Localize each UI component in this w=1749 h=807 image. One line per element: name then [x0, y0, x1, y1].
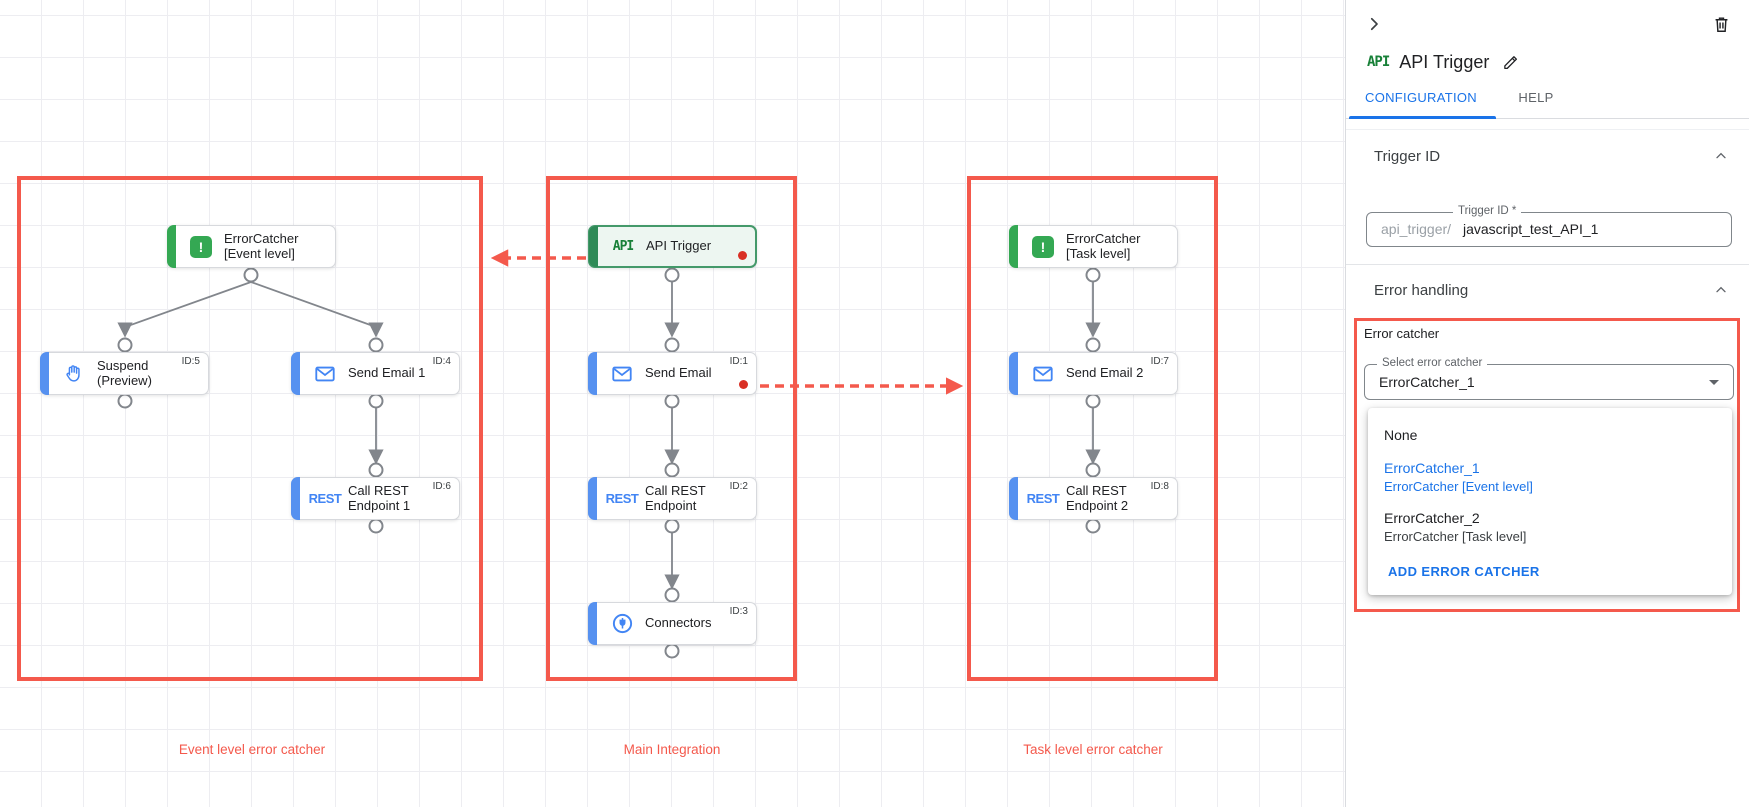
rest-icon: REST	[1026, 491, 1060, 506]
menu-item-none[interactable]: None	[1384, 427, 1418, 443]
trigger-id-value[interactable]: javascript_test_API_1	[1463, 221, 1599, 237]
node-accent-bar	[291, 477, 300, 520]
node-accent-bar	[1009, 477, 1018, 520]
node-accent-bar	[167, 225, 176, 268]
node-id-label: ID:3	[729, 606, 748, 617]
annotation-frame-task-level	[967, 176, 1218, 681]
tab-help[interactable]: HELP	[1518, 90, 1554, 105]
api-icon: API	[612, 239, 635, 254]
edge-layer	[117, 249, 1101, 659]
panel-tabs: CONFIGURATION HELP	[1346, 90, 1749, 119]
select-error-catcher-value: ErrorCatcher_1	[1379, 374, 1475, 390]
node-errorcatcher-task-level[interactable]: ! ErrorCatcher [Task level]	[1009, 225, 1178, 268]
error-catcher-icon: !	[186, 235, 216, 258]
error-catcher-highlight-frame	[1354, 318, 1740, 612]
node-accent-bar	[1009, 225, 1018, 268]
node-title: Suspend (Preview)	[97, 357, 152, 388]
node-title: ErrorCatcher [Event level]	[224, 230, 299, 261]
node-accent-bar	[588, 352, 597, 395]
node-title: Send Email 1	[348, 365, 426, 381]
node-send-email-1[interactable]: Send Email 1 ID:4	[291, 352, 460, 395]
node-title: API Trigger	[646, 238, 712, 254]
node-id-label: ID:5	[181, 356, 200, 367]
email-icon	[310, 363, 340, 385]
collapse-section-icon[interactable]	[1709, 144, 1733, 168]
collapse-panel-icon[interactable]	[1362, 12, 1386, 36]
panel-title: API Trigger	[1399, 51, 1490, 72]
error-route-dot[interactable]	[738, 251, 747, 260]
api-trigger-type-badge: API	[1367, 54, 1390, 70]
hand-icon	[59, 363, 89, 385]
node-call-rest-endpoint[interactable]: REST Call REST Endpoint ID:2	[588, 477, 757, 520]
node-send-email[interactable]: Send Email ID:1	[588, 352, 757, 395]
node-api-trigger[interactable]: API API Trigger	[588, 225, 757, 268]
node-accent-bar	[588, 602, 597, 645]
active-tab-indicator	[1349, 116, 1496, 119]
group-label-main-integration: Main Integration	[623, 742, 721, 757]
connectors-icon	[607, 612, 637, 635]
collapse-section-icon[interactable]	[1709, 278, 1733, 302]
select-error-catcher-label: Select error catcher	[1377, 357, 1488, 369]
node-title: Call REST Endpoint 2	[1066, 482, 1129, 513]
menu-item-errorcatcher-2[interactable]: ErrorCatcher_2 ErrorCatcher [Task level]	[1384, 510, 1527, 544]
menu-item-errorcatcher-1[interactable]: ErrorCatcher_1 ErrorCatcher [Event level…	[1384, 460, 1533, 494]
node-errorcatcher-event-level[interactable]: ! ErrorCatcher [Event level]	[167, 225, 336, 268]
node-id-label: ID:7	[1150, 356, 1169, 367]
error-handling-heading: Error handling	[1374, 281, 1469, 299]
node-id-label: ID:2	[729, 481, 748, 492]
node-accent-bar	[40, 352, 49, 395]
trigger-id-heading: Trigger ID	[1374, 147, 1441, 165]
error-catcher-group-label: Error catcher	[1364, 326, 1440, 341]
node-send-email-2[interactable]: Send Email 2 ID:7	[1009, 352, 1178, 395]
dropdown-caret-icon	[1709, 380, 1719, 385]
delete-icon[interactable]	[1709, 12, 1733, 36]
annotation-frame-event-level	[17, 176, 483, 681]
divider	[1346, 129, 1749, 130]
annotation-frame-main	[546, 176, 797, 681]
node-accent-bar	[1009, 352, 1018, 395]
node-accent-bar	[588, 477, 597, 520]
node-accent-bar	[291, 352, 300, 395]
node-id-label: ID:8	[1150, 481, 1169, 492]
email-icon	[607, 363, 637, 385]
node-id-label: ID:4	[432, 356, 451, 367]
edit-icon[interactable]	[1499, 50, 1523, 74]
node-title: Call REST Endpoint 1	[348, 482, 411, 513]
node-call-rest-endpoint-1[interactable]: REST Call REST Endpoint 1 ID:6	[291, 477, 460, 520]
workflow-canvas[interactable]: ! ErrorCatcher [Event level] Suspend (Pr…	[0, 0, 1345, 807]
node-title: ErrorCatcher [Task level]	[1066, 230, 1141, 261]
node-suspend[interactable]: Suspend (Preview) ID:5	[40, 352, 209, 395]
trigger-id-field-label: Trigger ID *	[1453, 205, 1522, 217]
node-accent-bar	[589, 226, 598, 267]
tab-configuration[interactable]: CONFIGURATION	[1365, 90, 1477, 105]
node-connectors[interactable]: Connectors ID:3	[588, 602, 757, 645]
error-route-dot[interactable]	[739, 380, 748, 389]
divider	[1346, 264, 1749, 265]
error-catcher-menu: None ErrorCatcher_1 ErrorCatcher [Event …	[1368, 408, 1732, 595]
email-icon	[1028, 363, 1058, 385]
node-call-rest-endpoint-2[interactable]: REST Call REST Endpoint 2 ID:8	[1009, 477, 1178, 520]
node-title: Send Email 2	[1066, 365, 1144, 381]
error-catcher-icon: !	[1028, 235, 1058, 258]
node-id-label: ID:6	[432, 481, 451, 492]
group-label-task-level: Task level error catcher	[1023, 742, 1163, 757]
rest-icon: REST	[308, 491, 342, 506]
node-title: Call REST Endpoint	[645, 482, 706, 513]
group-label-event-level: Event level error catcher	[178, 742, 326, 757]
add-error-catcher-button[interactable]: ADD ERROR CATCHER	[1388, 564, 1540, 579]
config-panel: API API Trigger CONFIGURATION HELP Trigg…	[1345, 0, 1749, 807]
error-catcher-select[interactable]: Select error catcher ErrorCatcher_1	[1364, 357, 1734, 400]
rest-icon: REST	[605, 491, 639, 506]
node-title: Send Email	[645, 365, 712, 381]
node-id-label: ID:1	[729, 356, 748, 367]
node-title: Connectors	[645, 615, 712, 631]
trigger-id-field[interactable]: Trigger ID * api_trigger/ javascript_tes…	[1366, 205, 1732, 247]
trigger-id-prefix: api_trigger/	[1381, 221, 1452, 237]
